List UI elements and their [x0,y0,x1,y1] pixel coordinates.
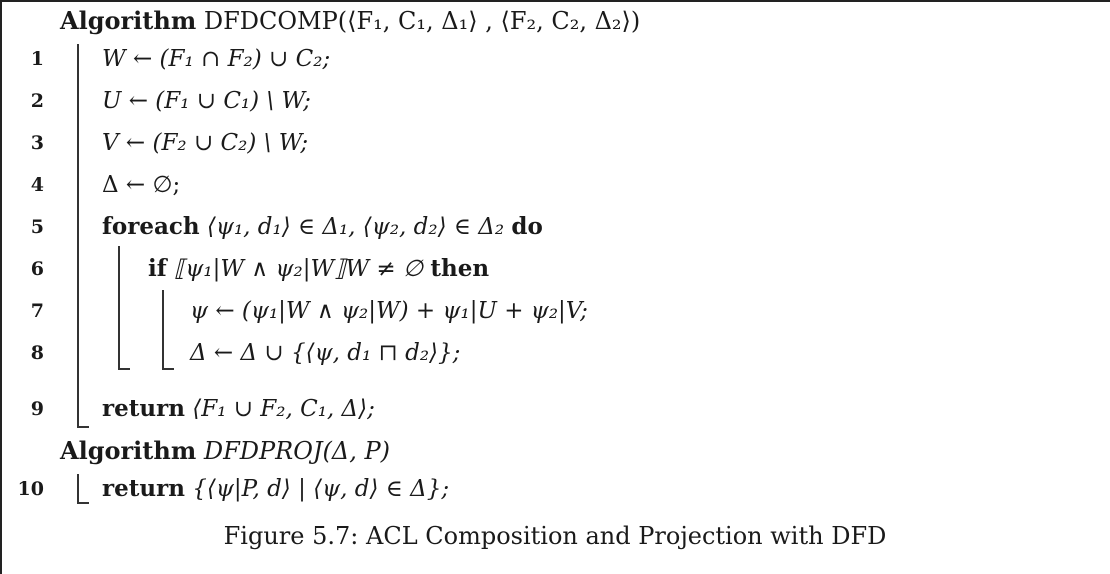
algorithm-line-return: return {⟨ψ|P, d⟩ | ⟨ψ, d⟩ ∈ Δ}; [102,474,449,504]
line-number: 9 [30,398,44,420]
algorithm-line: V ← (F₂ ∪ C₂) \ W; [102,130,309,156]
algorithm-line: W ← (F₁ ∩ F₂) ∪ C₂; [102,46,331,72]
algorithm-line-foreach: foreach ⟨ψ₁, d₁⟩ ∈ Δ₁, ⟨ψ₂, d₂⟩ ∈ Δ₂ do [102,212,543,242]
line-number: 1 [30,48,44,70]
line-number: 4 [30,174,44,196]
figure-caption: Figure 5.7: ACL Composition and Projecti… [223,522,887,550]
return-keyword: return [102,475,185,502]
line-number: 6 [30,258,44,280]
do-keyword: do [511,213,543,240]
algorithm-1-signature: DFDCOMP(⟨F₁, C₁, Δ₁⟩ , ⟨F₂, C₂, Δ₂⟩) [203,7,641,35]
block-bar-proj-foot [77,502,89,504]
algorithm-keyword: Algorithm [60,436,197,465]
line-number: 3 [30,132,44,154]
if-keyword: if [148,255,167,282]
algorithm-2-header: Algorithm DFDPROJ(Δ, P) [60,436,390,466]
algorithm-line: U ← (F₁ ∪ C₁) \ W; [102,88,311,114]
algorithm-keyword: Algorithm [60,6,197,35]
then-keyword: then [430,255,490,282]
algorithm-line-if: if ⟦ψ₁|W ∧ ψ₂|W⟧W ≠ ∅ then [148,254,489,284]
algorithm-line: Δ ← ∅; [102,172,181,198]
frame-top-rule [0,0,1110,2]
block-bar-foreach [118,246,120,370]
block-bar-main [77,44,79,428]
line-number: 7 [30,300,44,322]
line-number: 8 [30,342,44,364]
return-value: {⟨ψ|P, d⟩ | ⟨ψ, d⟩ ∈ Δ}; [184,476,450,502]
line-number: 10 [17,478,44,500]
foreach-keyword: foreach [102,213,200,240]
if-condition: ⟦ψ₁|W ∧ ψ₂|W⟧W ≠ ∅ [166,256,431,282]
frame-left-rule [0,0,2,574]
return-value: ⟨F₁ ∪ F₂, C₁, Δ⟩; [184,396,375,422]
block-bar-foreach-foot [118,368,130,370]
block-bar-if [162,290,164,370]
foreach-condition: ⟨ψ₁, d₁⟩ ∈ Δ₁, ⟨ψ₂, d₂⟩ ∈ Δ₂ [199,214,512,240]
line-number: 5 [30,216,44,238]
return-keyword: return [102,395,185,422]
block-bar-proj [77,474,79,504]
algorithm-1-header: Algorithm DFDCOMP(⟨F₁, C₁, Δ₁⟩ , ⟨F₂, C₂… [60,6,640,36]
algorithm-line-return: return ⟨F₁ ∪ F₂, C₁, Δ⟩; [102,394,375,424]
block-bar-main-foot [77,426,89,428]
line-number: 2 [30,90,44,112]
block-bar-if-foot [162,368,174,370]
algorithm-2-signature: DFDPROJ(Δ, P) [203,437,390,465]
algorithm-line: Δ ← Δ ∪ {⟨ψ, d₁ ⊓ d₂⟩}; [190,340,461,366]
algorithm-line: ψ ← (ψ₁|W ∧ ψ₂|W) + ψ₁|U + ψ₂|V; [190,298,588,324]
